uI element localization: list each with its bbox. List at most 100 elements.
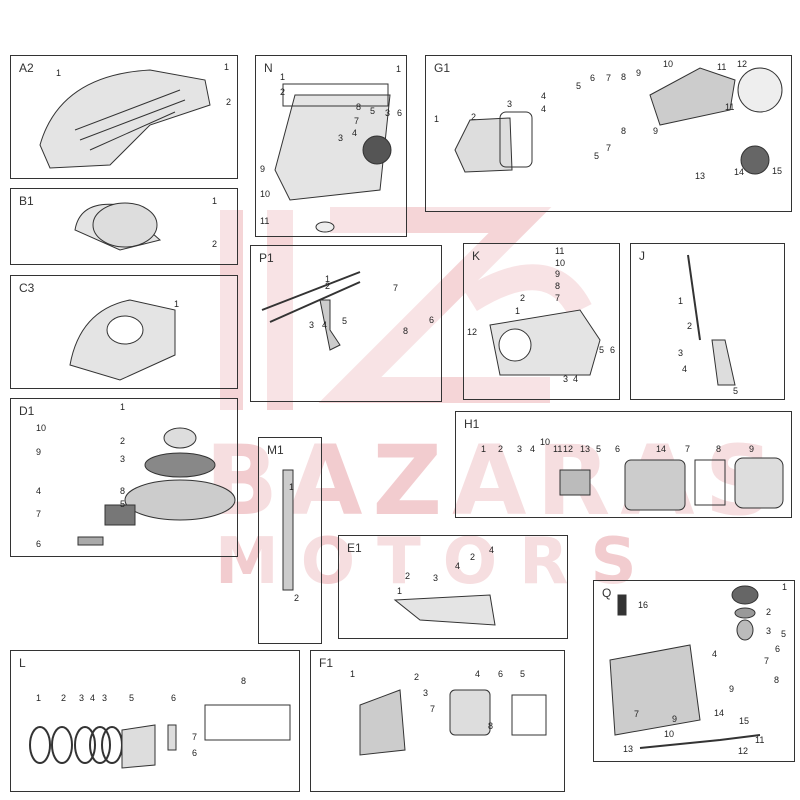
callout-number: 8 <box>621 126 627 136</box>
callout-number: 2 <box>120 436 126 446</box>
callout-number: 1 <box>350 669 356 679</box>
panel-k: K <box>463 243 620 400</box>
callout-number: 4 <box>489 545 495 555</box>
callout-number: 3 <box>385 108 391 118</box>
callout-number: 11 <box>717 62 727 72</box>
callout-number: 3 <box>338 133 344 143</box>
callout-number: 7 <box>36 509 42 519</box>
panel-e1: E1 <box>338 535 568 639</box>
brand-logo-watermark <box>220 207 592 410</box>
callout-number: 4 <box>541 91 547 101</box>
callout-number: 2 <box>414 672 420 682</box>
callout-number: 1 <box>397 586 403 596</box>
callout-number: 6 <box>615 444 621 454</box>
callout-number: 2 <box>687 321 693 331</box>
callout-number: 7 <box>555 293 561 303</box>
callout-number: 2 <box>470 552 476 562</box>
callout-number: 3 <box>309 320 315 330</box>
callout-number: 5 <box>596 444 602 454</box>
callout-number: 5 <box>733 386 739 396</box>
panel-a2: A2 <box>10 55 238 179</box>
panel-title: C3 <box>19 281 35 295</box>
callout-number: 4 <box>475 669 481 679</box>
callout-number: 1 <box>120 402 126 412</box>
callout-number: 5 <box>599 345 605 355</box>
callout-number: 5 <box>370 106 376 116</box>
callout-number: 1 <box>481 444 487 454</box>
panel-m1: M1 <box>258 437 322 644</box>
callout-number: 4 <box>682 364 688 374</box>
callout-number: 9 <box>749 444 755 454</box>
callout-number: 10 <box>36 423 47 433</box>
callout-number: 1 <box>289 482 295 492</box>
panel-title: P1 <box>259 251 274 265</box>
panel-f1: F1 <box>310 650 565 792</box>
callout-number: 7 <box>192 732 198 742</box>
callout-number: 1 <box>174 299 180 309</box>
callout-number: 4 <box>36 486 42 496</box>
callout-number: 9 <box>260 164 266 174</box>
callout-number: 12 <box>737 59 748 69</box>
callout-number: 12 <box>467 327 478 337</box>
panel-c3: C3 <box>10 275 238 389</box>
callout-number: 1 <box>224 62 230 72</box>
callout-number: 8 <box>716 444 722 454</box>
callout-number: 16 <box>638 600 649 610</box>
callout-number: 10 <box>663 59 674 69</box>
callout-number: 6 <box>397 108 403 118</box>
callout-number: 4 <box>352 128 358 138</box>
panel-title: F1 <box>319 656 334 670</box>
callout-number: 15 <box>739 716 750 726</box>
callout-number: 4 <box>322 320 328 330</box>
callout-number: 3 <box>423 688 429 698</box>
callout-number: 8 <box>555 281 561 291</box>
callout-number: 10 <box>555 258 566 268</box>
callout-number: 11 <box>260 216 270 226</box>
callout-number: 10 <box>260 189 271 199</box>
callout-number: 14 <box>656 444 667 454</box>
callout-number: 6 <box>498 669 504 679</box>
callout-number: 3 <box>507 99 513 109</box>
callout-number: 4 <box>90 693 96 703</box>
callout-number: 7 <box>685 444 691 454</box>
callout-number: 8 <box>403 326 409 336</box>
callout-number: 10 <box>540 437 551 447</box>
callout-number: 11 <box>755 735 765 745</box>
panel-q: Q <box>593 580 795 762</box>
callout-number: 1 <box>434 114 440 124</box>
callout-number: 7 <box>430 704 436 714</box>
callout-number: 6 <box>610 345 616 355</box>
callout-number: 4 <box>541 104 547 114</box>
panel-title: H1 <box>464 417 480 431</box>
callout-number: 7 <box>764 656 770 666</box>
callout-number: 1 <box>782 582 788 592</box>
callout-number: 9 <box>36 447 42 457</box>
callout-number: 9 <box>672 714 678 724</box>
callout-number: 5 <box>342 316 348 326</box>
callout-number: 1 <box>396 64 402 74</box>
callout-number: 1 <box>280 72 286 82</box>
callout-number: 5 <box>520 669 526 679</box>
callout-number: 13 <box>580 444 591 454</box>
callout-number: 2 <box>212 239 218 249</box>
panel-d1: D1 <box>10 398 238 557</box>
callout-number: 7 <box>606 73 612 83</box>
callout-number: 5 <box>594 151 600 161</box>
callout-number: 3 <box>79 693 85 703</box>
panel-title: E1 <box>347 541 362 555</box>
panel-title: Q <box>602 586 612 600</box>
callout-number: 13 <box>695 171 706 181</box>
callout-number: 7 <box>354 116 360 126</box>
callout-number: 12 <box>563 444 574 454</box>
callout-number: 4 <box>530 444 536 454</box>
callout-number: 8 <box>241 676 247 686</box>
callout-number: 10 <box>664 729 675 739</box>
callout-number: 8 <box>621 72 627 82</box>
callout-number: 6 <box>590 73 596 83</box>
callout-number: 4 <box>455 561 461 571</box>
callout-number: 6 <box>192 748 198 758</box>
callout-number: 3 <box>102 693 108 703</box>
callout-number: 5 <box>781 629 787 639</box>
callout-number: 9 <box>555 269 561 279</box>
callout-number: 8 <box>488 721 494 731</box>
